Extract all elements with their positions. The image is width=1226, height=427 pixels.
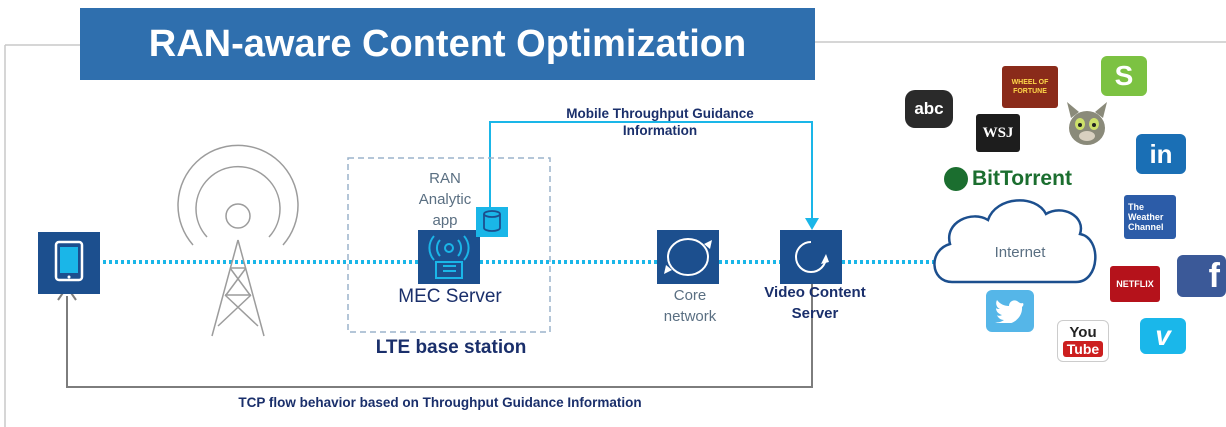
mec-server-icon	[418, 230, 480, 284]
ran-analytic-app-label: RAN Analytic app	[390, 168, 500, 231]
twitter-bird-icon	[995, 300, 1024, 323]
youtube-you-text: You	[1069, 324, 1097, 341]
guidance-arrow	[489, 121, 813, 222]
mec-server-label: MEC Server	[398, 286, 502, 307]
page-title: RAN-aware Content Optimization	[80, 8, 815, 80]
bittorrent-logo-text: BitTorrent	[972, 167, 1072, 190]
lte-base-station-label: LTE base station	[375, 337, 527, 358]
netflix-logo-icon: NETFLIX	[1110, 266, 1160, 302]
wheel-of-fortune-logo-icon: WHEEL OF FORTUNE	[1002, 66, 1058, 108]
talking-tom-logo-icon	[1067, 102, 1107, 145]
video-server-label: Video Content Server	[740, 282, 890, 324]
linkedin-logo-icon: in	[1136, 134, 1186, 174]
netflix-logo-text: NETFLIX	[1116, 279, 1154, 289]
facebook-logo-icon: f	[1177, 255, 1226, 297]
youtube-tube-text: Tube	[1062, 341, 1104, 357]
wheel-logo-text: WHEEL OF FORTUNE	[1011, 79, 1049, 95]
guidance-label: Mobile Throughput Guidance Information	[510, 105, 810, 139]
weather-channel-logo-icon: The Weather Channel	[1124, 195, 1176, 239]
linkedin-logo-text: in	[1149, 138, 1173, 169]
twitter-logo-icon	[986, 290, 1034, 332]
ran-app-line2: Analytic	[418, 191, 472, 208]
video-line2: Server	[791, 305, 839, 322]
scribd-logo-text: S	[1114, 60, 1134, 91]
core-network-icon	[657, 230, 719, 284]
cell-tower-icon	[177, 144, 299, 337]
facebook-logo-text: f	[1208, 256, 1220, 295]
weather-line3: Channel	[1128, 222, 1164, 232]
tcp-flow-arrow	[66, 284, 813, 388]
internet-label: Internet	[994, 244, 1046, 261]
database-icon	[476, 207, 508, 237]
guidance-arrowhead	[805, 218, 819, 230]
youtube-logo-icon: You Tube	[1057, 320, 1109, 362]
scribd-logo-icon: S	[1101, 56, 1147, 96]
ran-app-line1: RAN	[429, 170, 461, 187]
tablet-device-icon	[38, 232, 100, 294]
guidance-line2: Information	[622, 123, 698, 138]
tcp-flow-label: TCP flow behavior based on Throughput Gu…	[238, 395, 642, 410]
lte-base-station-box	[347, 157, 551, 333]
abc-logo-icon: abc	[905, 90, 953, 128]
video-line1: Video Content	[764, 284, 866, 301]
wsj-logo-icon: WSJ	[976, 114, 1020, 152]
vimeo-logo-text: v	[1155, 320, 1171, 351]
vimeo-logo-icon: v	[1140, 318, 1186, 354]
video-server-icon	[780, 230, 842, 284]
abc-logo-text: abc	[914, 99, 944, 118]
core-line2: network	[663, 308, 717, 325]
core-network-label: Core network	[640, 285, 740, 327]
internet-cloud-icon	[933, 199, 1097, 284]
ran-app-line3: app	[432, 212, 458, 229]
bittorrent-logo-icon: BitTorrent	[944, 165, 1094, 193]
core-line1: Core	[673, 287, 707, 304]
weather-line1: The	[1128, 202, 1145, 212]
guidance-line1: Mobile Throughput Guidance	[566, 106, 754, 121]
bittorrent-circle-icon	[944, 167, 968, 191]
weather-line2: Weather	[1128, 212, 1164, 222]
wsj-logo-text: WSJ	[982, 124, 1014, 141]
